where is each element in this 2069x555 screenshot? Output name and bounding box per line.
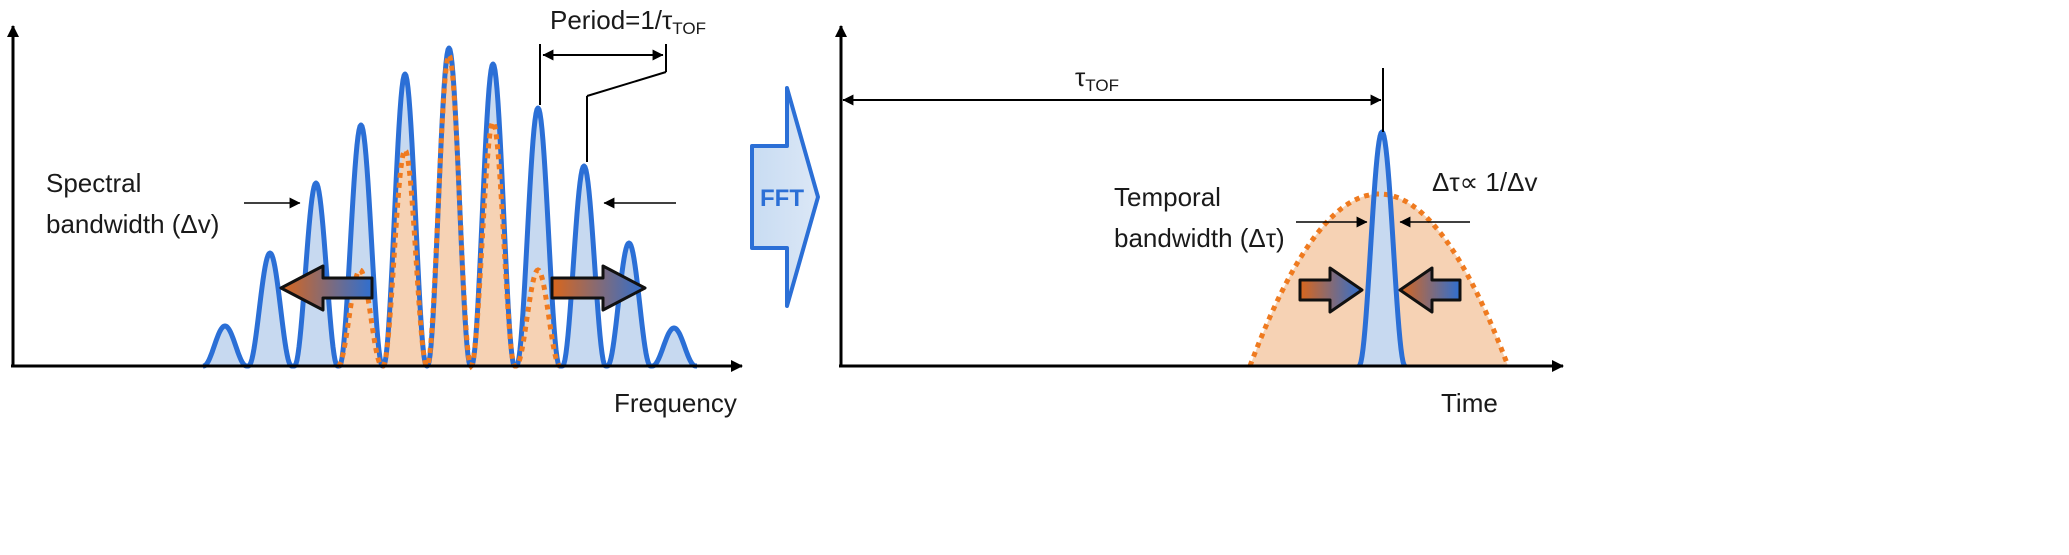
right-panel: τTOF Δτ∝ 1/Δv Temporal bandwidth (Δτ) Ti… xyxy=(835,25,1564,418)
compress-left-arrow xyxy=(1298,266,1364,314)
period-label: Period=1/τTOF xyxy=(550,5,706,38)
spectral-bandwidth-label-line1: Spectral xyxy=(46,168,141,198)
temporal-bandwidth-label-line1: Temporal xyxy=(1114,182,1221,212)
blue-comb-spectrum xyxy=(201,45,699,369)
period-annotation: Period=1/τTOF xyxy=(539,5,706,162)
orange-dotted-envelope xyxy=(1247,191,1511,367)
tof-label: τTOF xyxy=(1075,62,1119,95)
fft-label: FFT xyxy=(760,185,804,212)
left-panel: Period=1/τTOF Spectral bandwidth (Δv) Fr… xyxy=(6,5,743,418)
fft-arrow-shape xyxy=(750,86,820,308)
blue-temporal-fill xyxy=(1359,132,1405,366)
spectral-bandwidth-label-line2: bandwidth (Δv) xyxy=(46,209,219,239)
fft-arrow: FFT xyxy=(750,86,820,308)
compress-right-arrow xyxy=(1398,266,1462,314)
bandwidth-relation-label: Δτ∝ 1/Δv xyxy=(1432,167,1538,197)
time-axis-label: Time xyxy=(1441,388,1498,418)
broaden-left-arrow xyxy=(279,264,374,312)
broaden-right-arrow xyxy=(550,264,647,312)
temporal-bandwidth-label-line2: bandwidth (Δτ) xyxy=(1114,223,1285,253)
frequency-axis-label: Frequency xyxy=(614,388,737,418)
